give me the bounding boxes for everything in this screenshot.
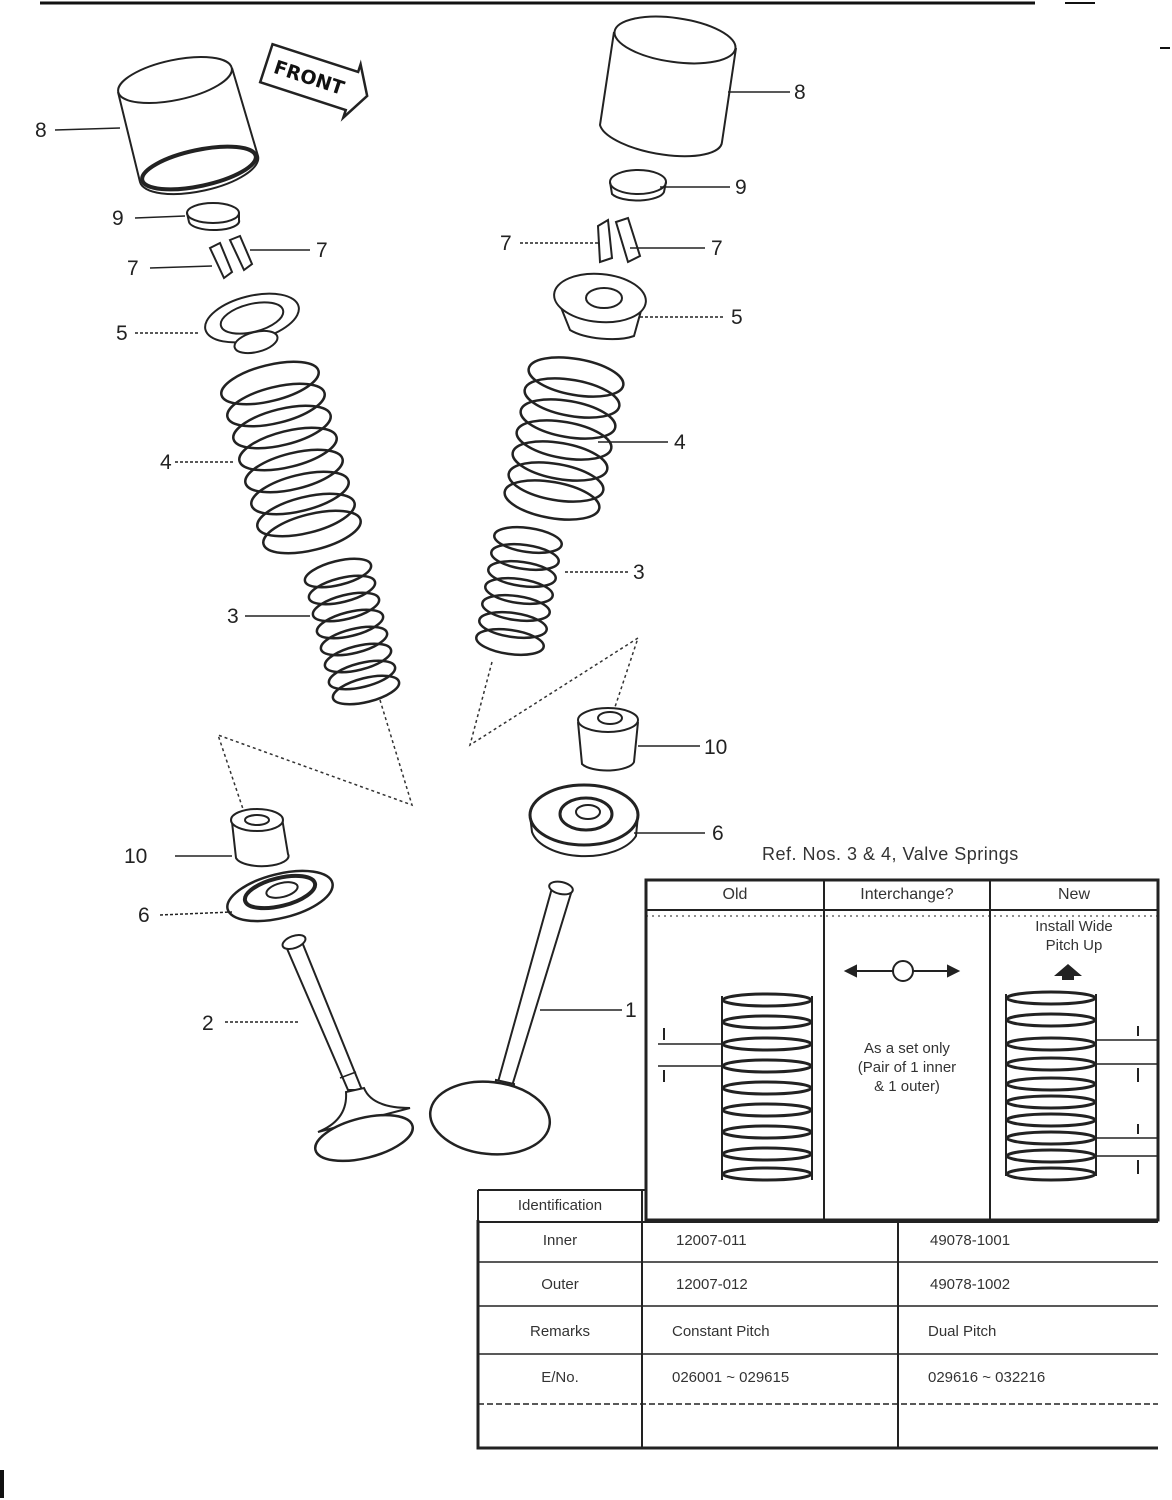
identification-header: Identification	[517, 1197, 603, 1214]
new-spring-note: Install Wide Pitch Up	[990, 918, 1158, 956]
callout-7-left-lower: 7	[127, 257, 139, 280]
retainer-right	[553, 272, 647, 341]
callout-5-right: 5	[731, 306, 743, 329]
wide-pitch-up-arrow-icon	[1054, 964, 1082, 980]
inner-spring-left	[303, 557, 401, 706]
tappet-right	[598, 15, 737, 158]
spring-seat-left	[226, 869, 334, 923]
new-note-line-2: Pitch Up	[1045, 936, 1103, 954]
header-old: Old	[722, 886, 748, 903]
new-note-line-1: Install Wide	[1035, 918, 1113, 935]
engine-number-old: 026001 ~ 029615	[672, 1369, 790, 1386]
guide-lines-left	[216, 699, 414, 813]
inner-old-part-number: 12007-011	[676, 1232, 747, 1249]
keepers-left	[208, 234, 254, 280]
bidirectional-arrow-icon	[843, 960, 961, 982]
shim-left	[186, 202, 241, 232]
callout-4-right: 4	[674, 431, 686, 454]
outer-old-part-number: 12007-012	[676, 1276, 748, 1293]
intake-valve-right	[428, 880, 574, 1156]
callout-6-left: 6	[138, 904, 150, 927]
callout-7-right-upper: 7	[500, 232, 512, 255]
callout-8-right: 8	[794, 81, 806, 104]
shim-right	[609, 169, 667, 202]
guide-lines-right	[468, 636, 640, 747]
remarks-new: Dual Pitch	[928, 1323, 997, 1340]
callout-3-right: 3	[633, 561, 645, 584]
spring-table-frame	[644, 878, 1160, 1222]
remarks-old: Constant Pitch	[672, 1323, 770, 1340]
callout-7-right-lower: 7	[711, 237, 723, 260]
callout-leaders	[54, 91, 790, 1023]
old-spring-icon	[658, 992, 813, 1182]
row-label-inner: Inner	[542, 1232, 578, 1249]
callout-8-left: 8	[35, 119, 47, 142]
interchange-note: As a set only (Pair of 1 inner & 1 outer…	[824, 1040, 990, 1096]
keepers-right	[596, 216, 642, 264]
outer-spring-right	[503, 356, 625, 521]
callout-1-right: 1	[625, 999, 637, 1022]
inner-spring-right	[475, 525, 563, 657]
callout-2-left: 2	[202, 1012, 214, 1035]
row-label-engine-number: E/No.	[541, 1369, 579, 1386]
interchange-note-line-1: As a set only	[864, 1040, 950, 1057]
valve-seal-left	[230, 808, 290, 868]
callout-3-left: 3	[227, 605, 239, 628]
new-spring-icon	[1005, 964, 1158, 1182]
front-arrow: FRONT	[258, 42, 369, 122]
header-interchange: Interchange?	[860, 886, 954, 903]
tappet-left	[117, 56, 260, 196]
exhaust-valve-left	[281, 934, 415, 1163]
callout-10-right: 10	[704, 736, 728, 759]
interchange-note-line-3: & 1 outer)	[874, 1077, 940, 1095]
callout-9-right: 9	[735, 176, 747, 199]
outer-spring-left	[220, 360, 362, 555]
header-new: New	[1057, 886, 1090, 903]
identification-table-frame	[476, 1189, 1158, 1450]
outer-new-part-number: 49078-1002	[930, 1276, 1011, 1293]
callout-6-right: 6	[712, 822, 724, 845]
interchange-note-line-2: (Pair of 1 inner	[857, 1058, 957, 1076]
engine-number-new: 029616 ~ 032216	[928, 1369, 1046, 1386]
spring-seat-right	[528, 783, 640, 858]
inner-new-part-number: 49078-1001	[930, 1232, 1011, 1249]
callout-10-left: 10	[124, 845, 148, 868]
callout-9-left: 9	[112, 207, 124, 230]
spring-table-title: Ref. Nos. 3 & 4, Valve Springs	[762, 844, 1019, 864]
valve-seal-right	[577, 707, 639, 772]
callout-4-left: 4	[160, 451, 172, 474]
callout-7-left-upper: 7	[316, 239, 328, 262]
retainer-left	[204, 292, 300, 355]
callout-5-left: 5	[116, 322, 128, 345]
row-label-outer: Outer	[541, 1276, 579, 1293]
row-label-remarks: Remarks	[529, 1323, 590, 1340]
